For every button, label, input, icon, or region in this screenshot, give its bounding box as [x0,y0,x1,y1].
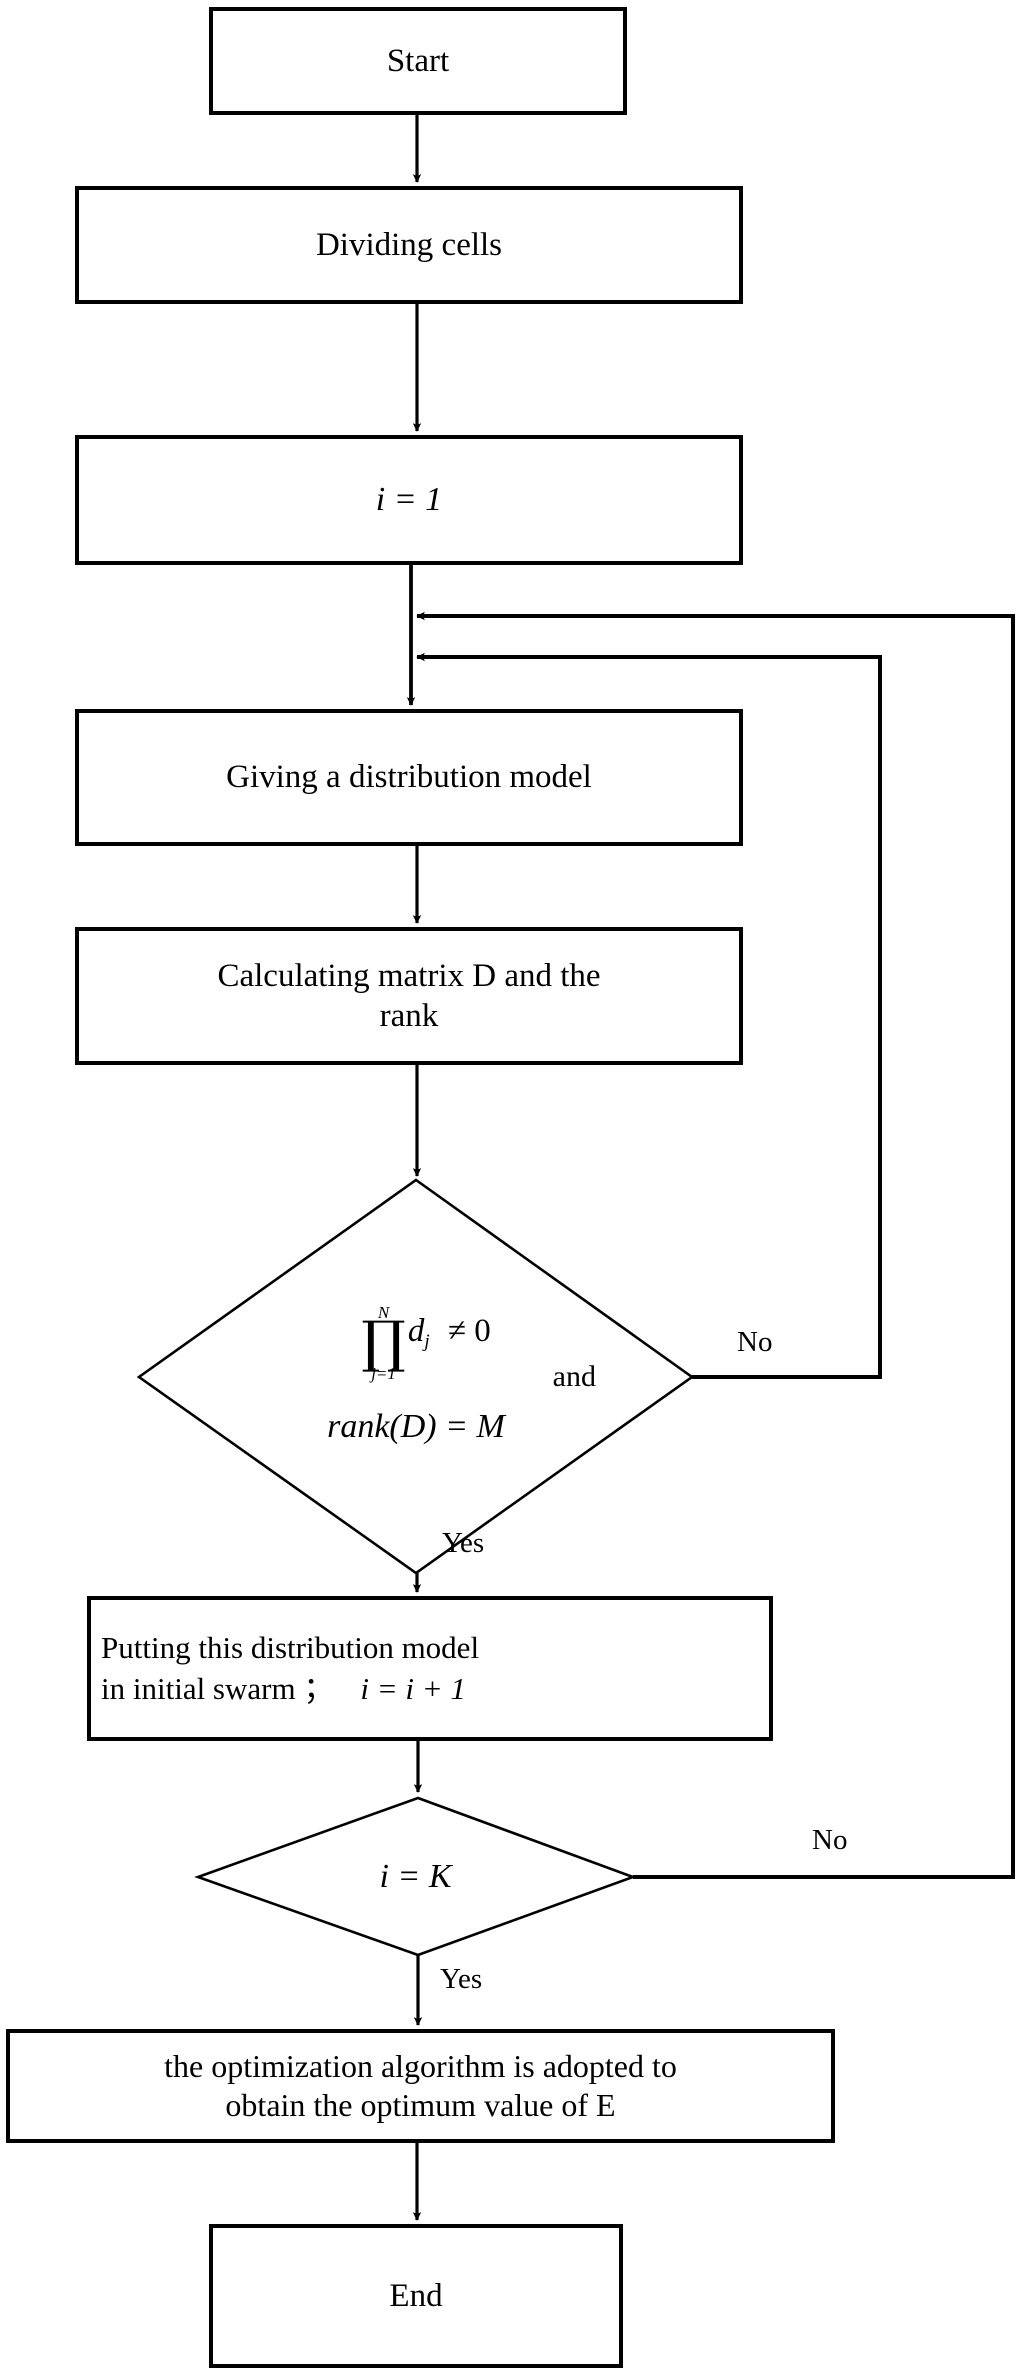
node-end[interactable] [209,2224,623,2368]
edge-label-decision1-no: No [737,1326,773,1358]
node-decision-i-equals-k[interactable] [194,1796,637,1957]
node-decision-product-rank[interactable] [136,1178,695,1575]
putting-line-2: in initial swarm ； i = i + 1 [101,1669,761,1710]
node-giving-distribution-model[interactable] [75,709,743,846]
edge-label-decision1-yes: Yes [442,1527,485,1559]
edge-label-decision2-no: No [812,1824,848,1856]
node-start[interactable] [209,7,627,115]
node-i-equals-1[interactable] [75,435,743,565]
edge-label-decision2-yes: Yes [440,1963,483,1995]
edge-decision1-no-loop [416,652,882,1379]
putting-line-2-text: in initial swarm ； [101,1670,335,1706]
node-optimization-algorithm[interactable] [6,2029,835,2143]
node-calculating-matrix[interactable] [75,927,743,1065]
node-putting-initial-swarm[interactable] [87,1596,773,1741]
edge-decision2-no-loop [416,611,1015,1879]
putting-increment-math: i = i + 1 [360,1670,466,1706]
putting-line-1: Putting this distribution model [101,1629,480,1665]
node-dividing-cells[interactable] [75,186,743,304]
label-putting-initial-swarm: Putting this distribution model in initi… [101,1602,761,1735]
